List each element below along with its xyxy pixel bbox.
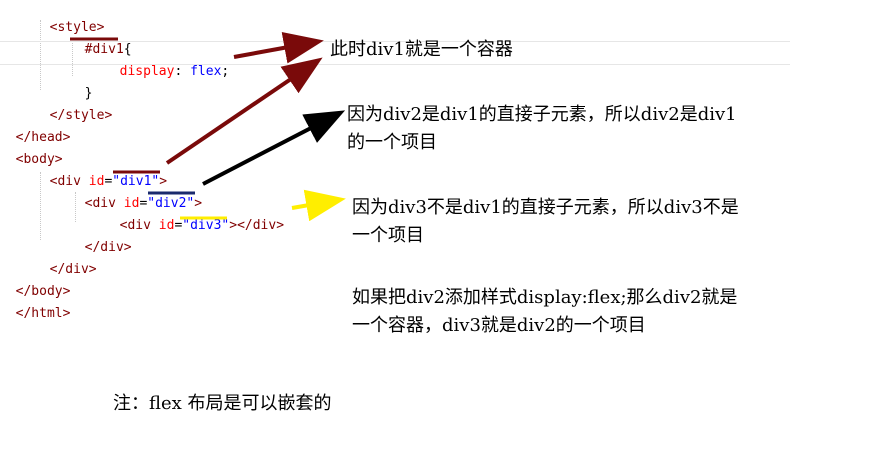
code-line: <style> (34, 1, 105, 37)
note-text: 的一个项目 (347, 132, 437, 153)
attribute-value-div2: "div2" (147, 196, 195, 211)
code-line: <body> (0, 133, 63, 169)
note-div2-item: 因为div2是div1的直接子元素，所以div2是div1 的一个项目 (347, 101, 867, 157)
code-token: ></div> (229, 218, 285, 233)
code-token: </body> (15, 284, 71, 299)
note-text: 如果把div2添加样式display:flex;那么div2就是 (352, 287, 738, 308)
code-token: } (84, 86, 93, 101)
note-div2-flex: 如果把div2添加样式display:flex;那么div2就是 一个容器，di… (352, 284, 867, 340)
attribute-value-div1: "div1" (112, 174, 160, 189)
code-token: > (159, 174, 168, 189)
note-div1-container: 此时div1就是一个容器 (330, 36, 513, 64)
arrow-div2-to-note2 (202, 110, 346, 186)
code-line: </div> (69, 221, 132, 257)
code-line: </head> (0, 111, 71, 147)
code-line: </body> (0, 265, 71, 301)
note-nesting: 注：flex 布局是可以嵌套的 (113, 390, 332, 418)
code-line: display: flex; (104, 45, 230, 81)
arrow-div3-to-note3 (291, 189, 346, 222)
html-attribute: id (123, 196, 140, 211)
code-line: #div1{ (69, 23, 132, 59)
attribute-value-div3: "div3" (182, 218, 230, 233)
current-line-highlight (0, 41, 790, 65)
html-attribute: id (88, 174, 105, 189)
code-line: <div id="div1"> (34, 155, 167, 191)
code-token: = (174, 218, 183, 233)
code-line: </html> (0, 287, 71, 323)
arrow-div1-to-note1 (165, 57, 323, 165)
code-token: <div (119, 218, 159, 233)
code-token: { (123, 42, 132, 57)
note-text: 因为div2是div1的直接子元素，所以div2是div1 (347, 104, 737, 125)
note-div3-not-item: 因为div3不是div1的直接子元素，所以div3不是 一个项目 (352, 194, 867, 250)
css-selector: #div1 (84, 42, 124, 57)
code-token: <div (84, 196, 124, 211)
code-token: ; (221, 64, 230, 79)
code-line: <div id="div3"></div> (104, 199, 284, 235)
indent-guide (75, 192, 76, 222)
code-line: </style> (34, 89, 113, 125)
code-line: </div> (34, 243, 97, 279)
code-token: <div (49, 174, 89, 189)
code-line: } (69, 67, 93, 103)
note-text: 因为div3不是div1的直接子元素，所以div3不是 (352, 197, 739, 218)
code-token: <style> (49, 20, 105, 35)
html-attribute: id (158, 218, 175, 233)
code-token: = (104, 174, 113, 189)
code-token: <body> (15, 152, 63, 167)
indent-guide (40, 172, 41, 240)
code-token: </div> (84, 240, 132, 255)
note-text: 一个项目 (352, 225, 424, 246)
code-token: = (139, 196, 148, 211)
code-token: > (194, 196, 203, 211)
arrow-style-to-note1 (233, 32, 324, 64)
css-value: flex (190, 64, 222, 79)
css-property: display (119, 64, 175, 79)
note-text: 此时div1就是一个容器 (330, 39, 513, 60)
code-line: <div id="div2"> (69, 177, 202, 213)
indent-guide (40, 20, 41, 90)
code-token: </style> (49, 108, 113, 123)
code-token: </html> (15, 306, 71, 321)
note-text: 一个容器，div3就是div2的一个项目 (352, 315, 646, 336)
note-text: 注：flex 布局是可以嵌套的 (113, 393, 332, 414)
code-token: : (174, 64, 191, 79)
code-token: </head> (15, 130, 71, 145)
indent-guide (72, 38, 73, 76)
code-token: </div> (49, 262, 97, 277)
